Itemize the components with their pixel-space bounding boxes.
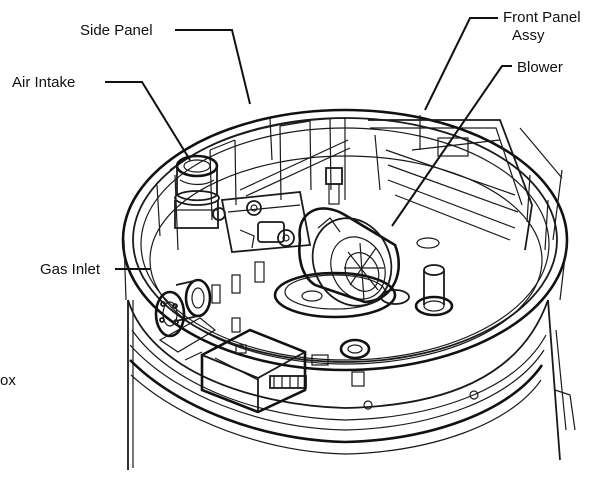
side-panel-label: Side Panel bbox=[80, 22, 153, 39]
front-panel-assy bbox=[368, 119, 563, 251]
gas-valve bbox=[212, 139, 351, 253]
front-panel-label-line2: Assy bbox=[512, 27, 545, 44]
air-intake-leader bbox=[105, 81, 191, 161]
vent-pipe bbox=[380, 237, 454, 317]
air-intake bbox=[174, 154, 220, 229]
right-edge-fitting bbox=[552, 169, 576, 431]
front-panel-leader bbox=[424, 17, 498, 111]
blower bbox=[273, 207, 400, 319]
control-box bbox=[184, 317, 479, 414]
partial-ox-label: ox bbox=[0, 372, 16, 389]
blower-label: Blower bbox=[517, 59, 563, 76]
blower-leader bbox=[391, 65, 512, 227]
gas-inlet-fitting bbox=[154, 261, 265, 353]
air-intake-label: Air Intake bbox=[12, 74, 75, 91]
labels: Side Panel Air Intake Front Panel Assy B… bbox=[0, 9, 581, 389]
front-panel-label-line1: Front Panel bbox=[503, 9, 581, 26]
heater-body bbox=[127, 299, 567, 470]
callout-lines bbox=[105, 17, 512, 270]
side-panel-leader bbox=[175, 29, 251, 105]
gas-inlet-label: Gas Inlet bbox=[40, 261, 101, 278]
